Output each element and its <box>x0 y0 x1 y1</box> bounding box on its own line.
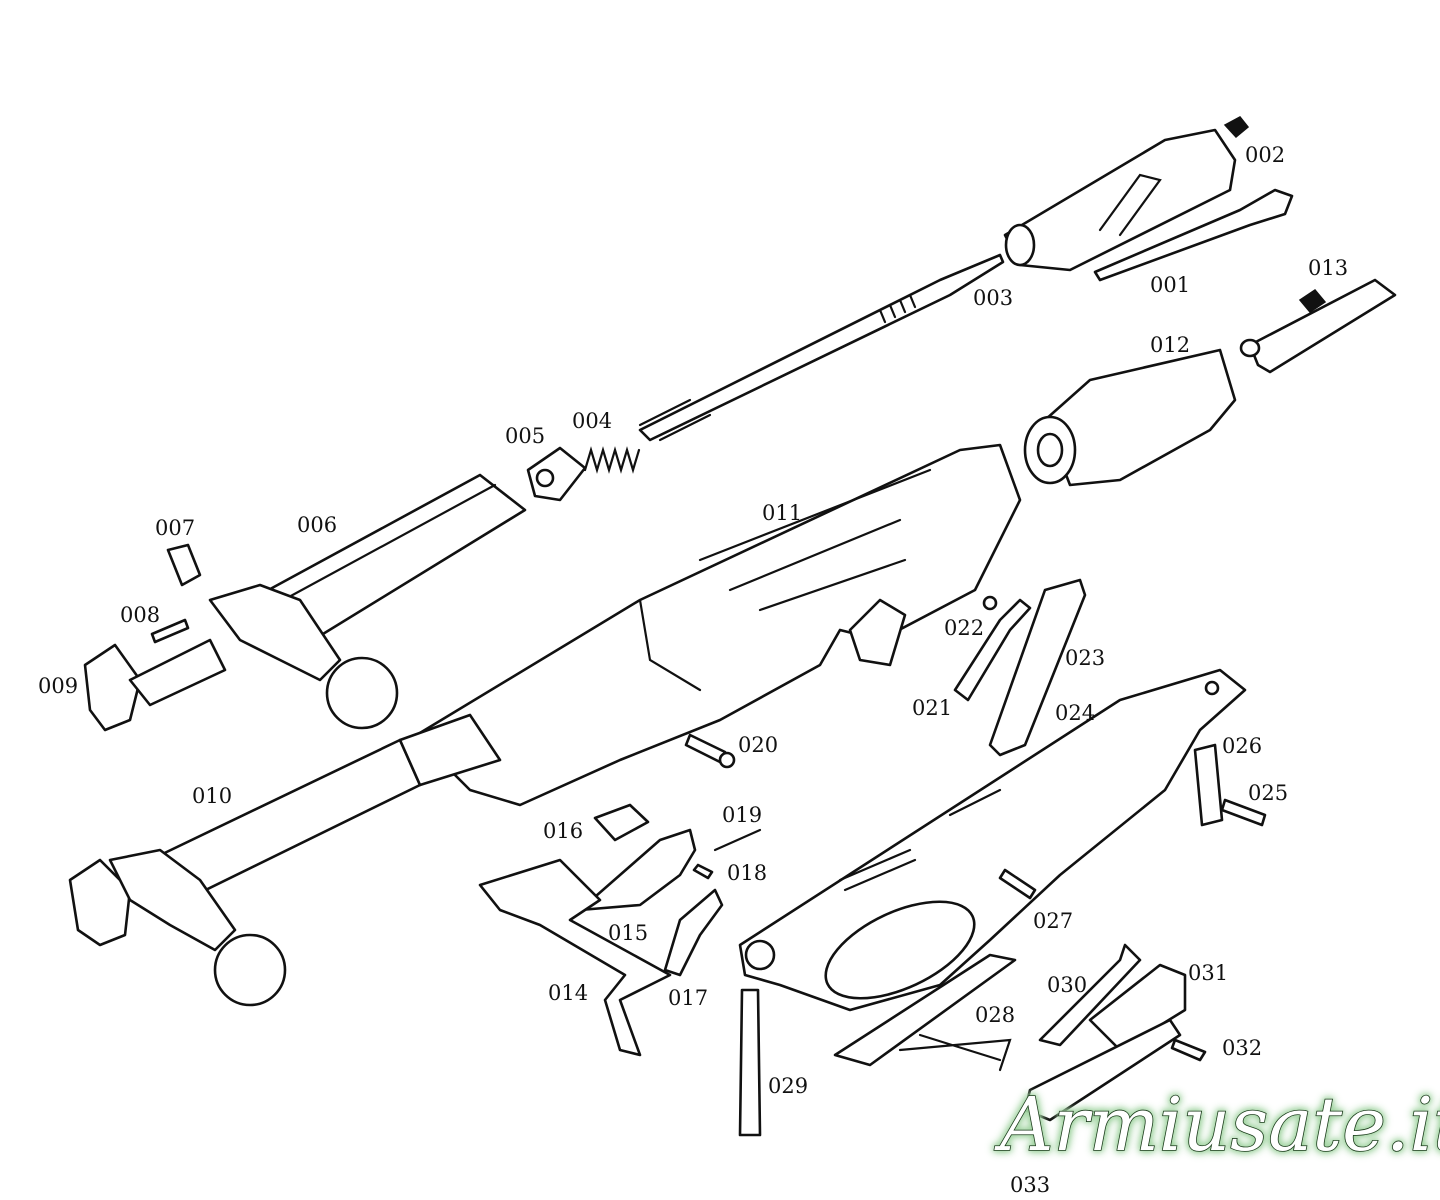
label-009: 009 <box>38 674 78 698</box>
label-002: 002 <box>1245 143 1285 167</box>
label-019: 019 <box>722 803 762 827</box>
label-016: 016 <box>543 819 583 843</box>
label-008: 008 <box>120 603 160 627</box>
label-014: 014 <box>548 981 588 1005</box>
part-003-firing-pin <box>638 253 1005 442</box>
watermark-text: Armiusate.it <box>994 1082 1440 1168</box>
part-026-pin <box>1193 743 1224 827</box>
label-010: 010 <box>192 784 232 808</box>
label-031: 031 <box>1188 961 1228 985</box>
part-021-spring <box>953 598 1032 702</box>
part-024-trigger-guard <box>738 668 1247 1012</box>
label-033: 033 <box>1010 1173 1050 1197</box>
part-018-pin <box>692 863 714 880</box>
label-030: 030 <box>1047 973 1087 997</box>
label-007: 007 <box>155 516 195 540</box>
part-005-nut <box>526 446 587 502</box>
part-025-screw <box>1220 798 1267 827</box>
label-025: 025 <box>1248 781 1288 805</box>
part-001-extractor <box>1093 188 1294 282</box>
part-007-part <box>166 543 202 587</box>
label-024: 024 <box>1055 701 1095 725</box>
watermark: Armiusate.it <box>993 1081 1440 1169</box>
part-019-spring <box>713 828 762 852</box>
part-008-screw <box>150 618 190 644</box>
part-016-part <box>593 803 650 842</box>
part-017-part <box>663 888 724 977</box>
label-017: 017 <box>668 986 708 1010</box>
part-032-screw <box>1170 1038 1207 1062</box>
part-020-screw <box>684 733 736 769</box>
part-012-shank <box>1023 348 1237 487</box>
label-027: 027 <box>1033 909 1073 933</box>
label-005: 005 <box>505 424 545 448</box>
part-023-follower <box>988 578 1087 757</box>
part-015-sear <box>578 828 697 912</box>
label-032: 032 <box>1222 1036 1262 1060</box>
label-020: 020 <box>738 733 778 757</box>
label-026: 026 <box>1222 734 1262 758</box>
label-001: 001 <box>1150 273 1190 297</box>
label-023: 023 <box>1065 646 1105 670</box>
part-004-spring <box>583 446 641 474</box>
part-031-floorplate-latch <box>1088 963 1187 1052</box>
part-006-bolt-handle <box>208 583 399 730</box>
part-002-bolt-sleeve <box>1003 116 1250 272</box>
part-009-shroud <box>83 638 227 732</box>
label-011: 011 <box>762 501 802 525</box>
part-033-floorplate <box>1023 1018 1182 1122</box>
part-027-screw <box>998 868 1037 900</box>
label-006: 006 <box>297 513 337 537</box>
part-014-trigger <box>478 858 672 1057</box>
label-029: 029 <box>768 1074 808 1098</box>
label-003: 003 <box>973 286 1013 310</box>
part-028-spring <box>833 953 1017 1072</box>
label-028: 028 <box>975 1003 1015 1027</box>
part-011-receiver <box>398 443 1022 807</box>
part-010-bolt-assembly <box>68 713 502 1007</box>
part-013-pin <box>1239 278 1397 374</box>
part-030-spring <box>1038 943 1142 1047</box>
label-012: 012 <box>1150 333 1190 357</box>
label-004: 004 <box>572 409 612 433</box>
label-013: 013 <box>1308 256 1348 280</box>
label-021: 021 <box>912 696 952 720</box>
part-labels: 002 001 013 003 012 005 004 011 007 006 … <box>38 143 1348 1197</box>
part-022-screw <box>982 595 998 611</box>
label-022: 022 <box>944 616 984 640</box>
label-018: 018 <box>727 861 767 885</box>
part-029-screw <box>738 988 762 1137</box>
label-015: 015 <box>608 921 648 945</box>
